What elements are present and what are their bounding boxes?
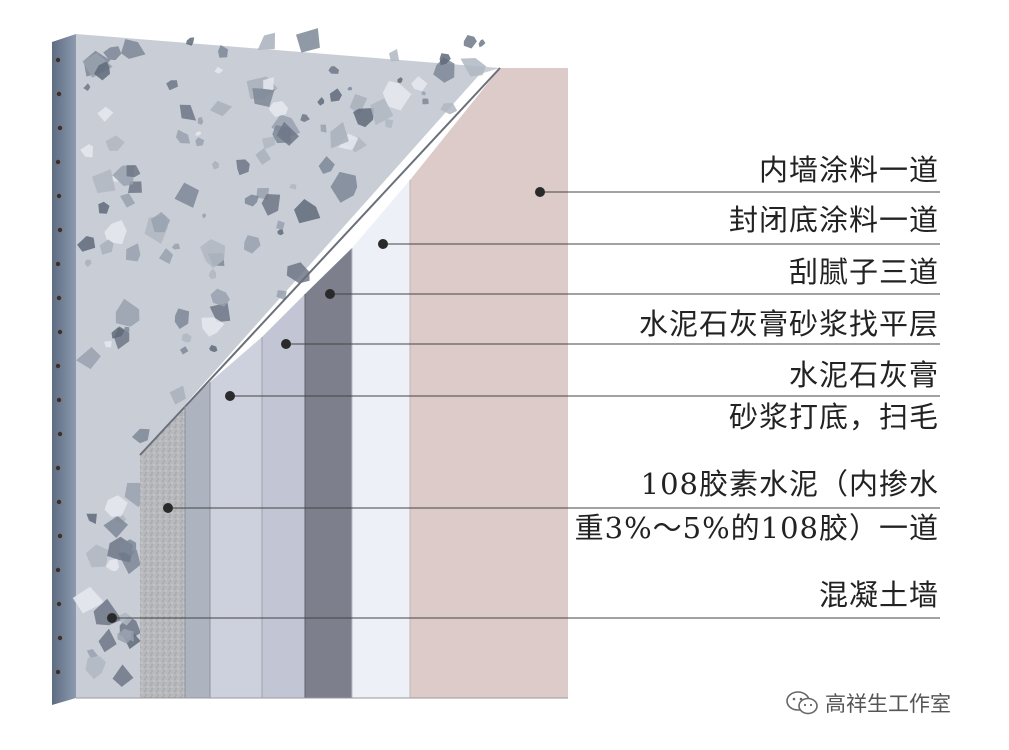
- layer-label-3: 刮腻子三道: [788, 255, 939, 289]
- leader-lines: [107, 187, 940, 623]
- layer-putty-face: [305, 248, 352, 698]
- leader-dot: [281, 339, 291, 349]
- watermark-text: 高祥生工作室: [825, 692, 951, 716]
- layer-leveling2-face: [262, 294, 305, 698]
- leader-dot: [225, 391, 235, 401]
- layer-base-mortar-face: [140, 405, 185, 698]
- concrete-wall-side: [52, 34, 76, 705]
- layer-label-2: 封闭底涂料一道: [728, 203, 939, 237]
- concrete-aggregate: [72, 28, 487, 687]
- layer-cement-slurry-face: [185, 382, 210, 698]
- leader-dot: [163, 503, 173, 513]
- layer-edge-lines: [139, 67, 501, 456]
- leader-dot: [535, 187, 545, 197]
- leader-dot: [107, 613, 117, 623]
- leader-dot: [378, 239, 388, 249]
- layer-sealer-face: [352, 180, 410, 698]
- layer-label-1: 内墙涂料一道: [758, 153, 939, 187]
- layer-leveling-face: [210, 337, 262, 698]
- wall-side-holes: [55, 57, 63, 675]
- layer-label-5-line-2: 砂浆打底，扫毛: [728, 400, 939, 434]
- layer-label-7: 混凝土墙: [818, 578, 939, 612]
- layer-label-5-line-1: 水泥石灰膏: [788, 358, 939, 392]
- watermark: 高祥生工作室: [785, 688, 951, 718]
- layer-label-6-line-2: 重3%～5%的108胶）一道: [574, 511, 939, 545]
- leader-dot: [325, 289, 335, 299]
- layer-paint-face: [410, 68, 568, 698]
- layer-label-6-line-1: 108胶素水泥（内掺水: [640, 467, 939, 501]
- wechat-icon: [786, 691, 818, 715]
- layer-label-4: 水泥石灰膏砂浆找平层: [638, 307, 939, 341]
